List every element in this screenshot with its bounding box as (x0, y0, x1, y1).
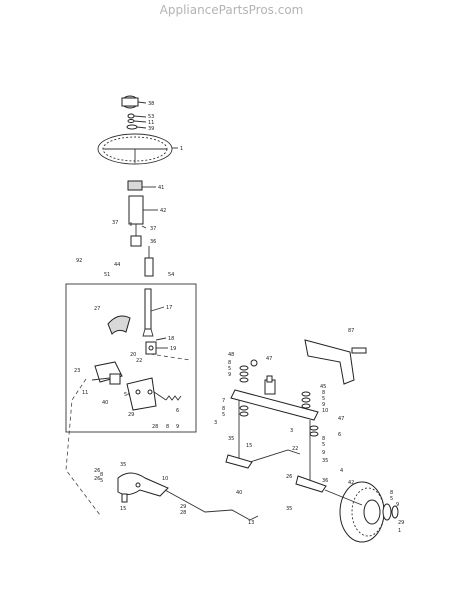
washer-39 (126, 124, 138, 130)
spring (165, 395, 182, 401)
plate-54 (126, 377, 157, 411)
washer-stack-right (301, 391, 319, 437)
nut-48 (250, 359, 258, 367)
adapter-36 (130, 235, 142, 247)
front-axle-3 (230, 389, 319, 421)
nut-53 (127, 113, 135, 119)
site-watermark: AppliancePartsPros.com (159, 3, 304, 17)
steering-wheel (97, 133, 173, 165)
steering-shaft-17 (144, 288, 152, 330)
bushing-40 (109, 373, 121, 385)
bushing-41 (127, 180, 143, 191)
washer-11 (127, 119, 135, 123)
shaft-42 (128, 195, 144, 225)
grease-fitting-47 (266, 375, 273, 383)
drag-link-bracket (117, 472, 169, 497)
washer-stack-left (239, 365, 249, 417)
tie-rod-22 (249, 449, 301, 463)
sector-gear-27 (107, 315, 131, 335)
drag-link-13 (164, 489, 259, 521)
hub-washer (382, 503, 392, 521)
cap-body (121, 97, 139, 107)
bolt-15 (121, 493, 128, 503)
coupling (144, 257, 154, 277)
bolt-87 (351, 347, 367, 354)
assembly-box (65, 283, 197, 433)
axle-support-bracket (304, 339, 355, 385)
